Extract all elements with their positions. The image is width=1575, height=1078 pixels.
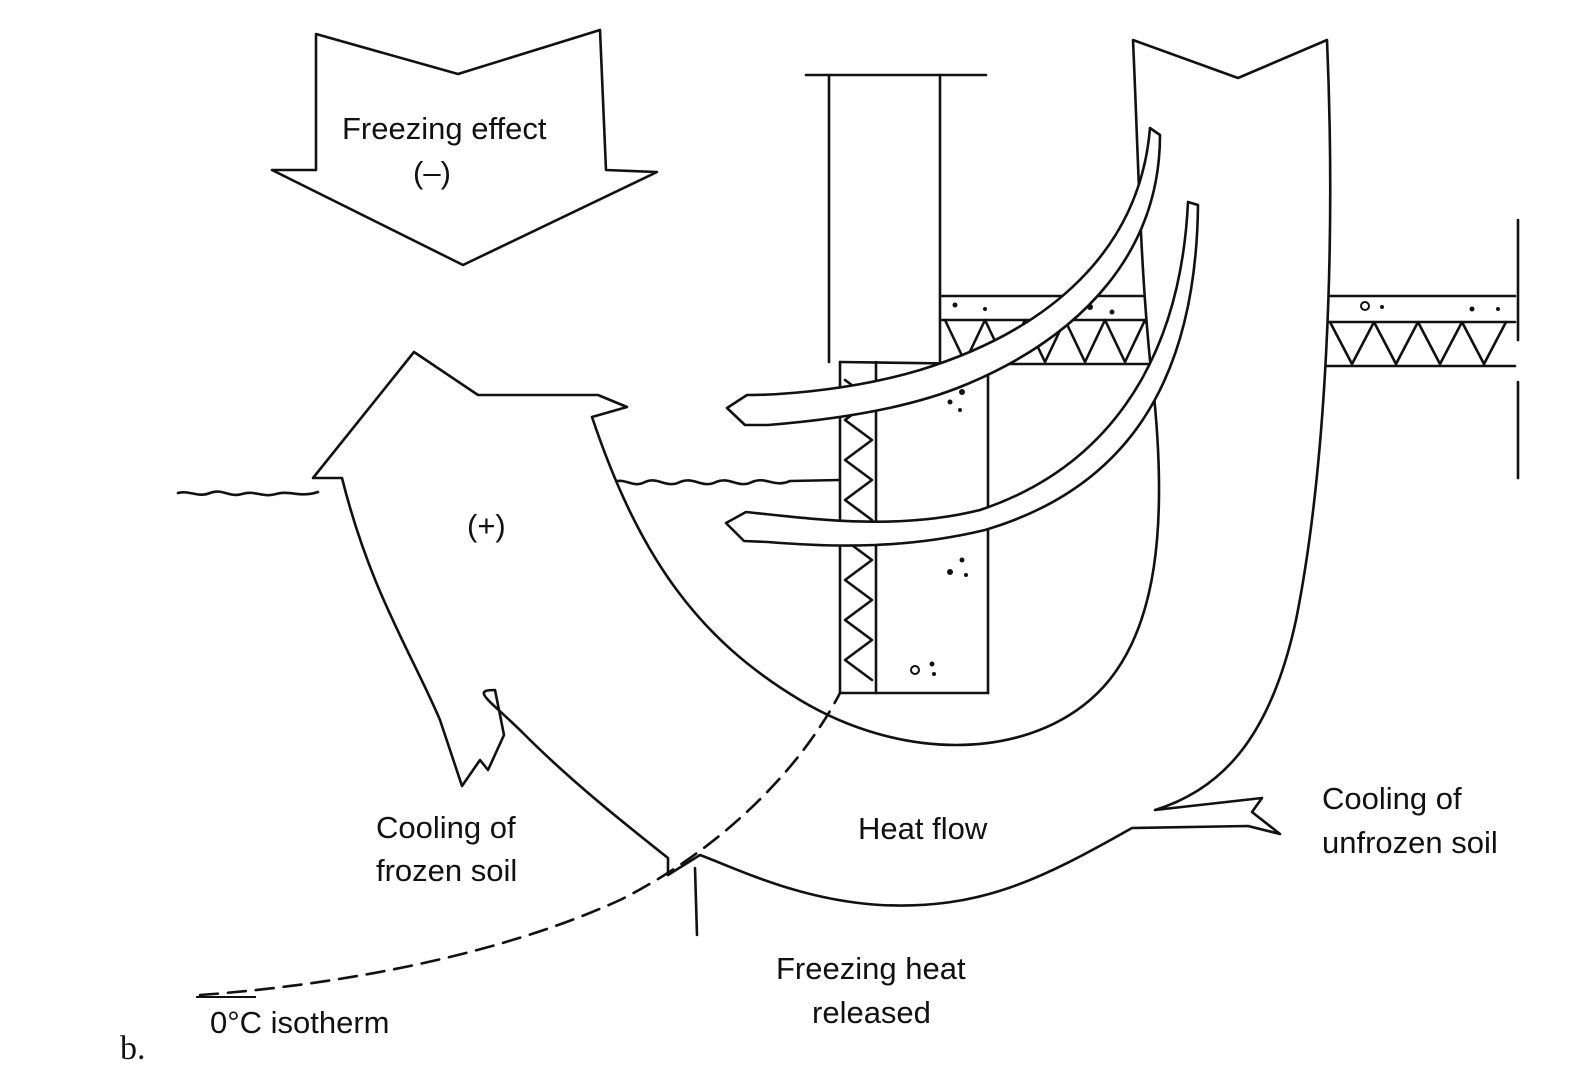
- freezing-effect-sign: (–): [413, 155, 451, 190]
- isotherm-overline: [196, 996, 256, 998]
- isotherm-line: [198, 691, 842, 997]
- heat-flow-label: Heat flow: [858, 811, 988, 846]
- freezing-effect-label: Freezing effect: [342, 111, 547, 146]
- cooling-frozen-soil-line1: Cooling of: [376, 810, 516, 845]
- heat-flow-curve-upper: [725, 126, 1162, 427]
- freezing-heat-line1: Freezing heat: [776, 951, 966, 986]
- isotherm-tick: [693, 866, 699, 937]
- ground-surface-right: [610, 478, 842, 486]
- floor-slab-right: [1323, 218, 1520, 480]
- freezing-heat-line2: released: [812, 995, 931, 1030]
- cooling-frozen-soil-line2: frozen soil: [376, 853, 518, 888]
- freezing-effect-arrow: [270, 28, 659, 267]
- building-wall: [804, 73, 988, 364]
- panel-label: b.: [120, 1030, 146, 1067]
- cooling-unfrozen-soil-line2: unfrozen soil: [1322, 825, 1498, 860]
- plus-sign: (+): [467, 508, 506, 543]
- cooling-unfrozen-soil-line1: Cooling of: [1322, 781, 1462, 816]
- heat-flow-curve-lower: [724, 200, 1200, 547]
- heat-flow-arrow: [311, 38, 1332, 907]
- isotherm-label: 0°C isotherm: [210, 1005, 390, 1040]
- ground-surface: [176, 490, 320, 497]
